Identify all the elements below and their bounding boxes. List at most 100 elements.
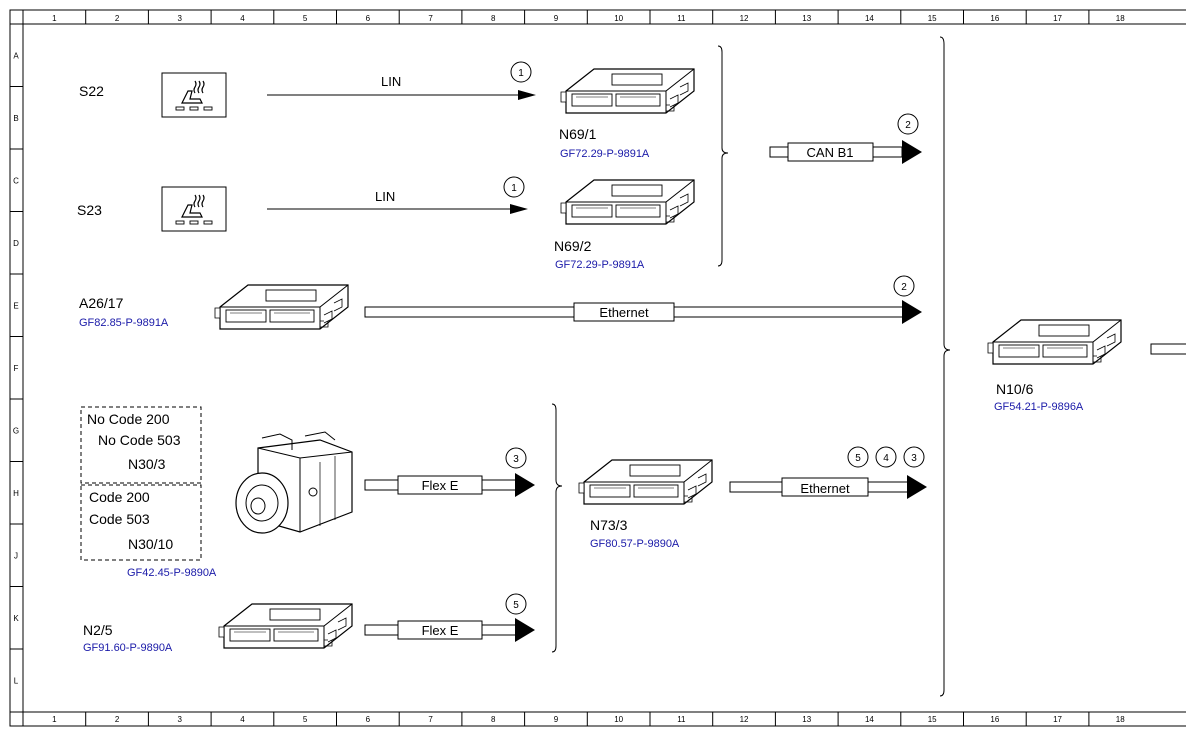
bus-stub-right (1150, 343, 1186, 355)
grid-row-label: H (13, 489, 19, 498)
n30-ref: GF42.45-P-9890A (127, 567, 217, 579)
grid-column-label: 12 (740, 715, 749, 724)
seat-heater-switch-icon (161, 186, 227, 232)
n30-10-label: N30/10 (128, 536, 173, 552)
svg-text:5: 5 (513, 600, 519, 611)
svg-text:3: 3 (513, 454, 519, 465)
grid-column-label: 1 (52, 14, 57, 23)
grid-column-label: 18 (1116, 14, 1125, 23)
flex-e-bus-n30 (364, 473, 535, 497)
can-b1-label: CAN B1 (807, 145, 854, 160)
grid-column-label: 12 (740, 14, 749, 23)
grid-column-label: 7 (428, 14, 433, 23)
grid-row-label: E (13, 301, 18, 310)
control-unit-icon (987, 319, 1122, 365)
n30-3-condition-1: No Code 200 (87, 411, 170, 427)
grid-column-label: 14 (865, 715, 874, 724)
ethernet-label-n73: Ethernet (800, 481, 850, 496)
n10-6-ref: GF54.21-P-9896A (994, 401, 1084, 413)
brace-n10 (939, 36, 951, 697)
grid-column-label: 6 (366, 715, 371, 724)
s22-label: S22 (79, 83, 104, 99)
grid-column-label: 11 (677, 715, 686, 724)
grid-column-label: 10 (614, 14, 623, 23)
grid-column-label: 17 (1053, 14, 1062, 23)
callout-lin-2: 1 (503, 176, 525, 198)
grid-column-label: 2 (115, 715, 120, 724)
control-unit-icon (560, 179, 695, 225)
grid-column-label: 13 (802, 715, 811, 724)
grid-column-label: 8 (491, 14, 496, 23)
grid-column-label: 15 (928, 14, 937, 23)
control-unit-icon (214, 284, 349, 330)
hydraulic-unit-icon (235, 431, 353, 534)
grid-column-label: 10 (614, 715, 623, 724)
grid-row-label: L (14, 676, 19, 685)
grid-column-label: 14 (865, 14, 874, 23)
grid-column-label: 15 (928, 715, 937, 724)
grid-column-label: 13 (802, 14, 811, 23)
n30-10-condition-2: Code 503 (89, 511, 150, 527)
a26-17-ref: GF82.85-P-9891A (79, 317, 169, 329)
svg-text:3: 3 (911, 453, 917, 464)
grid-row-label: K (13, 614, 19, 623)
grid-column-label: 5 (303, 715, 308, 724)
control-unit-icon (560, 68, 695, 114)
grid-row-label: D (13, 239, 19, 248)
ethernet-label-a26: Ethernet (599, 305, 649, 320)
n69-1-ref: GF72.29-P-9891A (560, 148, 650, 160)
svg-text:2: 2 (905, 120, 911, 131)
grid-column-label: 8 (491, 715, 496, 724)
grid-column-label: 1 (52, 715, 57, 724)
ethernet-bus-n73 (729, 475, 927, 499)
grid-column-label: 16 (990, 715, 999, 724)
ethernet-bus-a26 (364, 300, 922, 324)
grid-column-label: 2 (115, 14, 120, 23)
control-unit-icon (578, 459, 713, 505)
n2-5-label: N2/5 (83, 622, 113, 638)
svg-text:2: 2 (901, 282, 907, 293)
grid-column-label: 16 (990, 14, 999, 23)
can-b1-bus (769, 140, 922, 164)
callouts-n73: 5 4 3 (847, 446, 925, 468)
grid-column-label: 3 (178, 715, 183, 724)
svg-text:1: 1 (518, 68, 524, 79)
callout-eth: 2 (893, 275, 915, 297)
n73-3-ref: GF80.57-P-9890A (590, 538, 680, 550)
grid-column-label: 9 (554, 14, 559, 23)
grid-row-label: J (14, 551, 18, 560)
grid-row-label: F (14, 364, 19, 373)
grid-column-label: 18 (1116, 715, 1125, 724)
n69-2-ref: GF72.29-P-9891A (555, 259, 645, 271)
svg-text:4: 4 (883, 453, 889, 464)
grid-row-label: C (13, 176, 19, 185)
a26-17-label: A26/17 (79, 295, 124, 311)
grid-row-label: A (13, 51, 19, 60)
n30-3-condition-2: No Code 503 (98, 432, 181, 448)
n30-3-label: N30/3 (128, 456, 166, 472)
control-unit-icon (218, 603, 353, 649)
grid-column-label: 3 (178, 14, 183, 23)
grid-column-label: 4 (240, 715, 245, 724)
callout-flex-2: 5 (505, 593, 527, 615)
lin-label-2: LIN (375, 189, 395, 204)
lin-arrow-s23 (267, 204, 528, 214)
brace-n73 (551, 403, 563, 653)
grid-column-label: 11 (677, 14, 686, 23)
grid-column-label: 5 (303, 14, 308, 23)
callout-lin-1: 1 (510, 61, 532, 83)
n69-1-label: N69/1 (559, 126, 597, 142)
n73-3-label: N73/3 (590, 517, 628, 533)
flex-e-bus-n2 (364, 618, 535, 642)
n2-5-ref: GF91.60-P-9890A (83, 642, 173, 654)
flex-e-label-n2: Flex E (422, 623, 459, 638)
lin-label-1: LIN (381, 74, 401, 89)
drawing-frame (9, 9, 1186, 727)
svg-text:5: 5 (855, 453, 861, 464)
grid-row-label: B (13, 114, 18, 123)
svg-text:1: 1 (511, 183, 517, 194)
